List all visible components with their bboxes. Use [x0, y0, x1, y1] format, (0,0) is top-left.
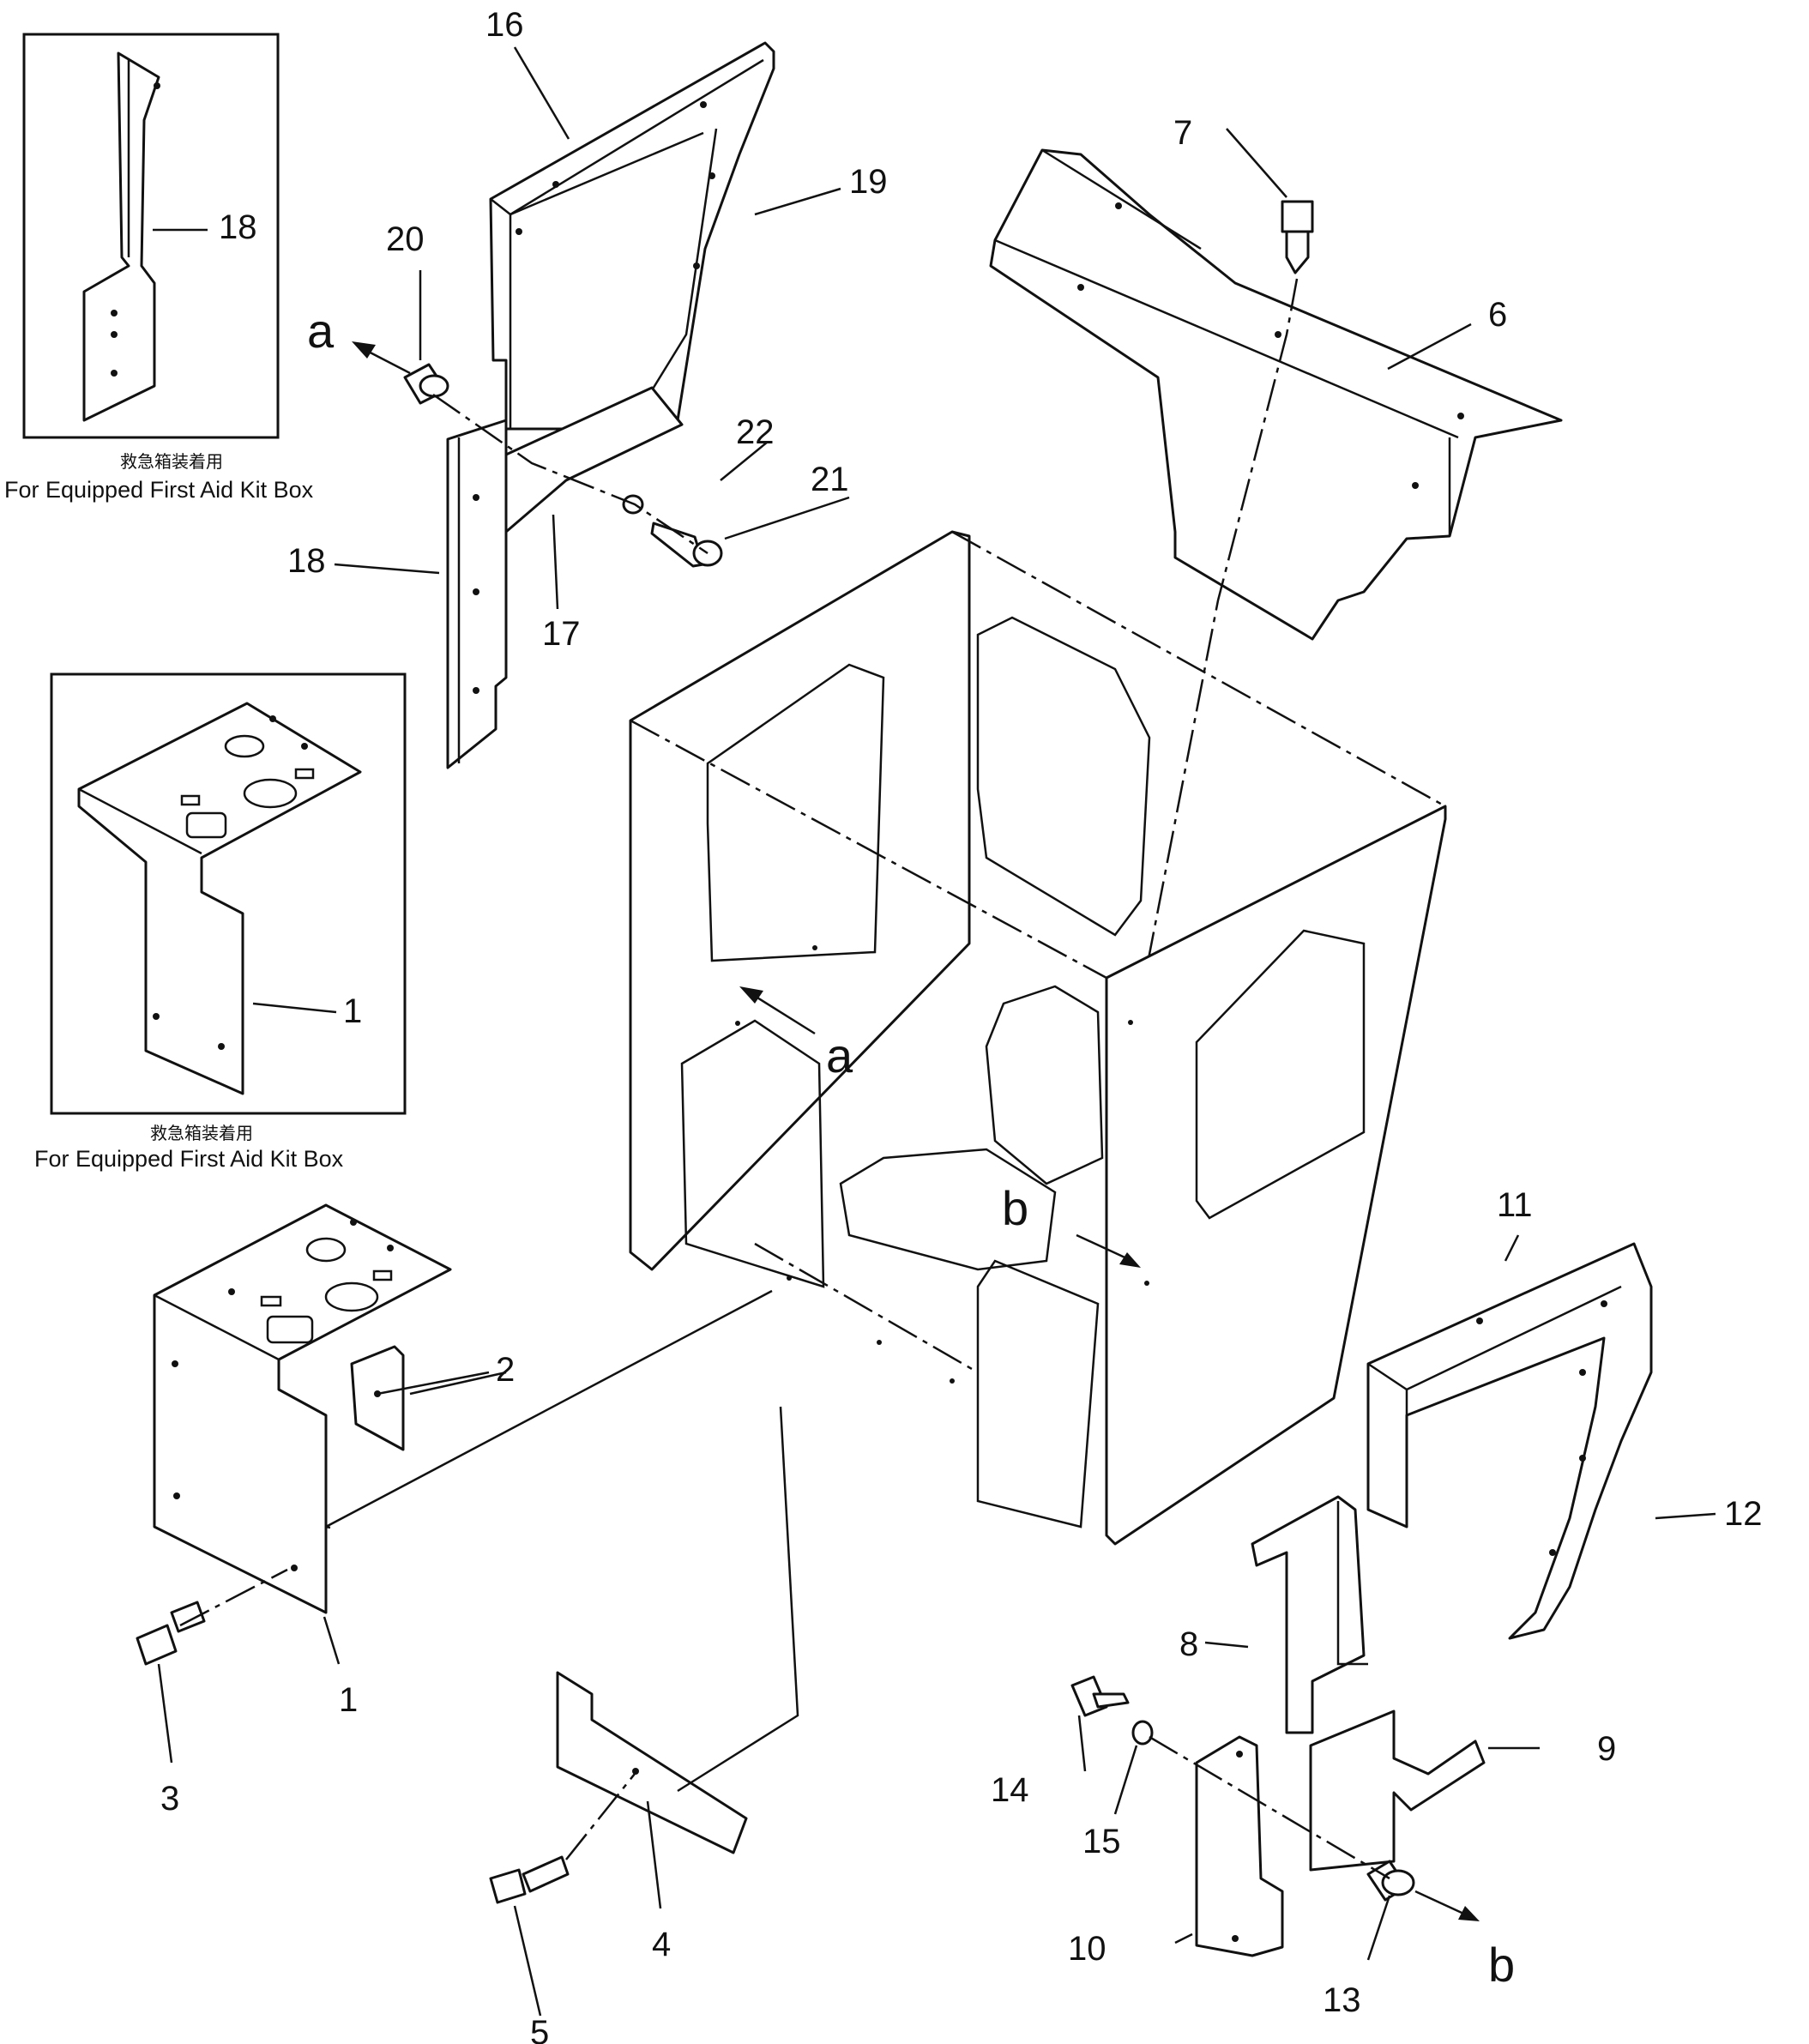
- part-2-plate: [350, 1345, 405, 1451]
- callout-5: 5: [530, 2014, 549, 2044]
- part-16-19-frame: [489, 41, 775, 431]
- callout-10: 10: [1068, 1930, 1107, 1968]
- inset-middle-caption-jp: 救急箱装着用: [150, 1123, 253, 1143]
- callout-1-inset: 1: [343, 992, 362, 1030]
- callout-4: 4: [652, 1926, 671, 1963]
- letter-b-bottom: b: [1488, 1938, 1515, 1992]
- callout-7: 7: [1173, 114, 1192, 152]
- part-8-bracket: [1251, 1495, 1368, 1734]
- callout-numbers: 1 1 2 3 4 5 6 7 8 9 10 11 12 13 14 15 16…: [160, 6, 1763, 2044]
- callout-14: 14: [991, 1771, 1029, 1809]
- callout-16: 16: [485, 6, 524, 44]
- callout-12: 12: [1724, 1495, 1763, 1533]
- callout-2: 2: [496, 1351, 515, 1389]
- part-20-spacer: [403, 363, 449, 405]
- inset-top: 18 救急箱装着用 For Equipped First Aid Kit Box: [4, 33, 314, 503]
- callout-11: 11: [1497, 1186, 1533, 1224]
- callout-13: 13: [1323, 1981, 1361, 2019]
- callout-19: 19: [849, 163, 888, 201]
- part-18-bracket: [446, 419, 508, 769]
- part-3-bolt: [136, 1601, 206, 1666]
- callout-21: 21: [811, 461, 849, 498]
- part-6-cover: [989, 148, 1563, 641]
- callout-8: 8: [1179, 1625, 1198, 1663]
- callout-20: 20: [386, 220, 425, 258]
- cab-body: [629, 530, 1447, 1546]
- letter-b-cab: b: [1002, 1181, 1028, 1235]
- part-1-console: [153, 1203, 452, 1614]
- letter-a-cab: a: [826, 1028, 853, 1082]
- part-4-bracket: [556, 1671, 748, 1854]
- inset-top-caption-en: For Equipped First Aid Kit Box: [4, 477, 314, 503]
- part-7-bolt: [1281, 200, 1314, 274]
- callout-17: 17: [542, 615, 581, 653]
- part-10-plate: [1195, 1735, 1284, 1957]
- part-13-spacer: [1366, 1860, 1415, 1902]
- inset-middle-caption-en: For Equipped First Aid Kit Box: [34, 1146, 344, 1172]
- inset-top-caption-jp: 救急箱装着用: [120, 451, 223, 472]
- part-14-15-fasteners: [1070, 1675, 1154, 1746]
- callout-18-inset: 18: [219, 208, 257, 246]
- inset-middle: 1 救急箱装着用 For Equipped First Aid Kit Box: [34, 672, 407, 1172]
- leader-lines: [157, 46, 1716, 2017]
- callout-15: 15: [1082, 1823, 1121, 1860]
- callout-1: 1: [339, 1681, 358, 1719]
- callout-3: 3: [160, 1780, 179, 1818]
- part-5-bolt: [489, 1855, 570, 1904]
- part-11-12-frame: [1366, 1242, 1653, 1640]
- part-9-plate: [1309, 1709, 1486, 1872]
- callout-18: 18: [287, 542, 326, 580]
- callout-22: 22: [736, 413, 775, 451]
- reference-letters: a a b b: [307, 304, 1515, 1992]
- part-17-bracket: [504, 386, 684, 534]
- callout-9: 9: [1597, 1730, 1616, 1768]
- letter-a-top: a: [307, 304, 335, 358]
- callout-6: 6: [1488, 296, 1507, 334]
